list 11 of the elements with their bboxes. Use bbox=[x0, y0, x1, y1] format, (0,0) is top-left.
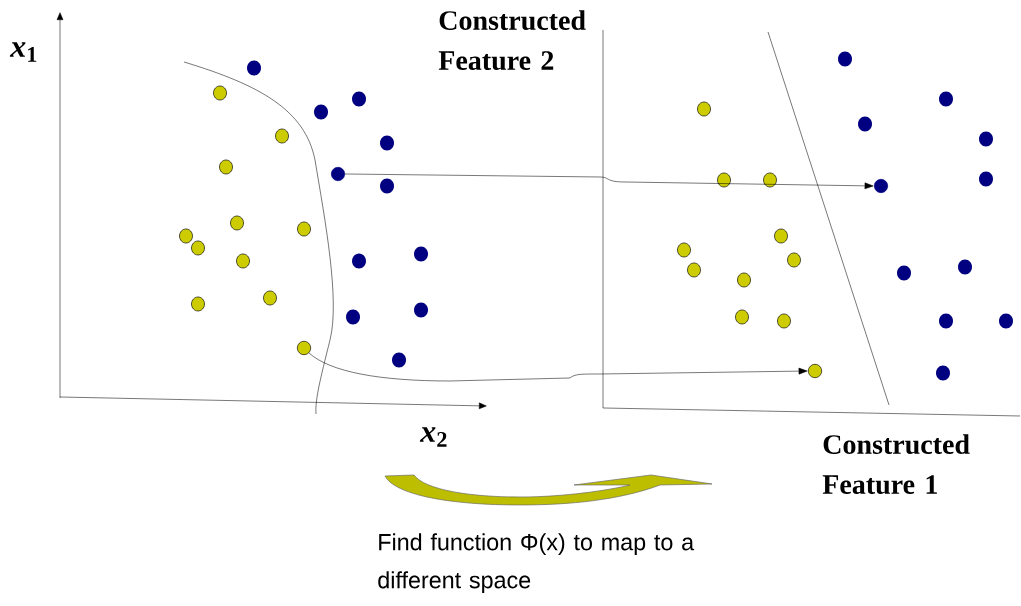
caption-text: Find function Φ(x) to map to a different space bbox=[378, 533, 695, 593]
data-point bbox=[874, 179, 888, 193]
axis-title: Constructed Feature 1 bbox=[822, 434, 970, 494]
data-point bbox=[297, 341, 311, 355]
axis-label: x$_{1}$ bbox=[9, 42, 37, 62]
arrow bbox=[344, 173, 874, 190]
data-point bbox=[808, 364, 822, 378]
axis-label: x$_{2}$ bbox=[419, 427, 447, 447]
arrow bbox=[308, 352, 808, 382]
axis-title: Constructed Feature 2 bbox=[438, 10, 586, 71]
data-point bbox=[331, 167, 345, 181]
